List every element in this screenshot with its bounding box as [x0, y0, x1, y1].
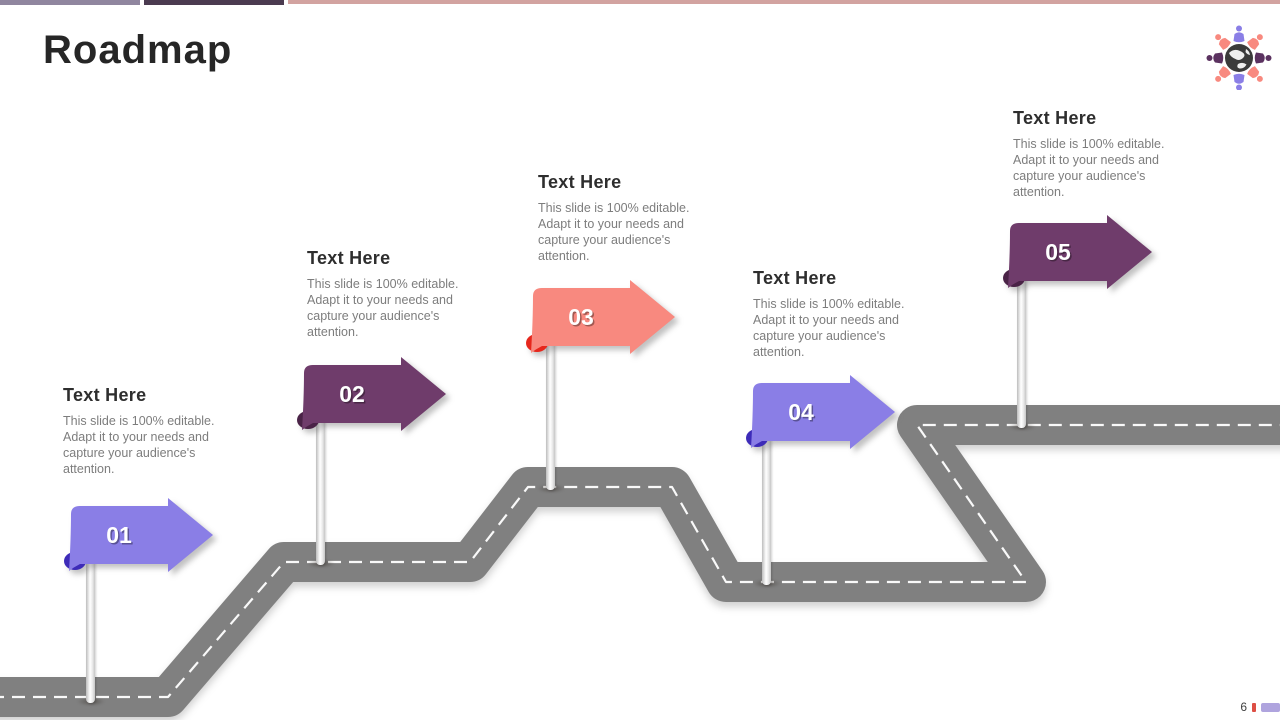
- globe-icon: [1225, 44, 1253, 72]
- arrow-flag-icon: [69, 498, 213, 572]
- footer-red-tick-icon: [1252, 702, 1256, 712]
- person-south-icon: [1233, 73, 1245, 90]
- milestone-body: This slide is 100% editable. Adapt it to…: [1013, 137, 1165, 199]
- page-title: Roadmap: [43, 28, 233, 72]
- milestone-body: This slide is 100% editable. Adapt it to…: [63, 414, 215, 476]
- milestone-text-2: Text Here This slide is 100% editable. A…: [307, 248, 465, 340]
- arrow-flag-icon: [1008, 215, 1152, 289]
- milestone-text-1: Text Here This slide is 100% editable. A…: [63, 385, 221, 477]
- person-southwest-icon: [1215, 66, 1231, 82]
- road-center-dashes: [0, 423, 1280, 699]
- svg-text:01: 01: [108, 524, 134, 550]
- top-bar-rose: [288, 0, 1280, 4]
- milestone-body: This slide is 100% editable. Adapt it to…: [538, 201, 690, 263]
- milestone-sign-02: 02 02: [297, 357, 446, 431]
- svg-text:05: 05: [1047, 241, 1073, 267]
- person-west-icon: [1206, 52, 1224, 64]
- person-northeast-icon: [1247, 34, 1263, 50]
- milestone-sign-05: 05 05: [1003, 215, 1152, 289]
- milestone-heading: Text Here: [307, 248, 391, 268]
- milestone-number: 02: [339, 381, 365, 407]
- signpost-pole-3: [546, 310, 555, 490]
- milestone-text-4: Text Here This slide is 100% editable. A…: [753, 268, 911, 360]
- milestone-sign-01: 01 01: [64, 498, 213, 572]
- milestone-heading: Text Here: [63, 385, 147, 405]
- person-north-icon: [1233, 25, 1245, 43]
- person-east-icon: [1254, 52, 1272, 64]
- milestone-heading: Text Here: [753, 268, 837, 288]
- milestone-number: 04: [788, 399, 814, 425]
- signpost-pole-2: [316, 390, 325, 565]
- signpost-pole-5: [1017, 248, 1026, 428]
- signpost-pole-1: [86, 515, 95, 703]
- arrow-flag-icon: [302, 357, 446, 431]
- milestone-number: 05: [1045, 239, 1071, 265]
- milestone-text-5: Text Here This slide is 100% editable. A…: [1013, 108, 1171, 200]
- milestone-heading: Text Here: [1013, 108, 1097, 128]
- person-northwest-icon: [1215, 34, 1231, 50]
- milestone-body: This slide is 100% editable. Adapt it to…: [307, 277, 459, 339]
- globe-people-logo-icon: [1206, 25, 1272, 90]
- footer-lavender-bar-icon: [1261, 702, 1280, 712]
- svg-text:04: 04: [790, 401, 816, 427]
- page-number: 6: [1240, 700, 1247, 714]
- milestone-body: This slide is 100% editable. Adapt it to…: [753, 297, 905, 359]
- milestone-sign-04: 04 04: [746, 375, 895, 449]
- svg-text:02: 02: [341, 383, 367, 409]
- milestone-number: 03: [568, 304, 594, 330]
- svg-text:03: 03: [570, 306, 596, 332]
- arrow-flag-icon: [531, 280, 675, 354]
- top-bar-light-purple: [0, 0, 140, 5]
- footer: 6: [1240, 700, 1280, 714]
- arrow-flag-icon: [751, 375, 895, 449]
- milestone-heading: Text Here: [538, 172, 622, 192]
- signpost-pole-4: [762, 405, 771, 585]
- person-southeast-icon: [1247, 66, 1263, 82]
- top-bar-dark-purple: [144, 0, 284, 5]
- milestone-number: 01: [106, 522, 132, 548]
- milestone-text-3: Text Here This slide is 100% editable. A…: [538, 172, 696, 264]
- milestone-sign-03: 03 03: [526, 280, 675, 354]
